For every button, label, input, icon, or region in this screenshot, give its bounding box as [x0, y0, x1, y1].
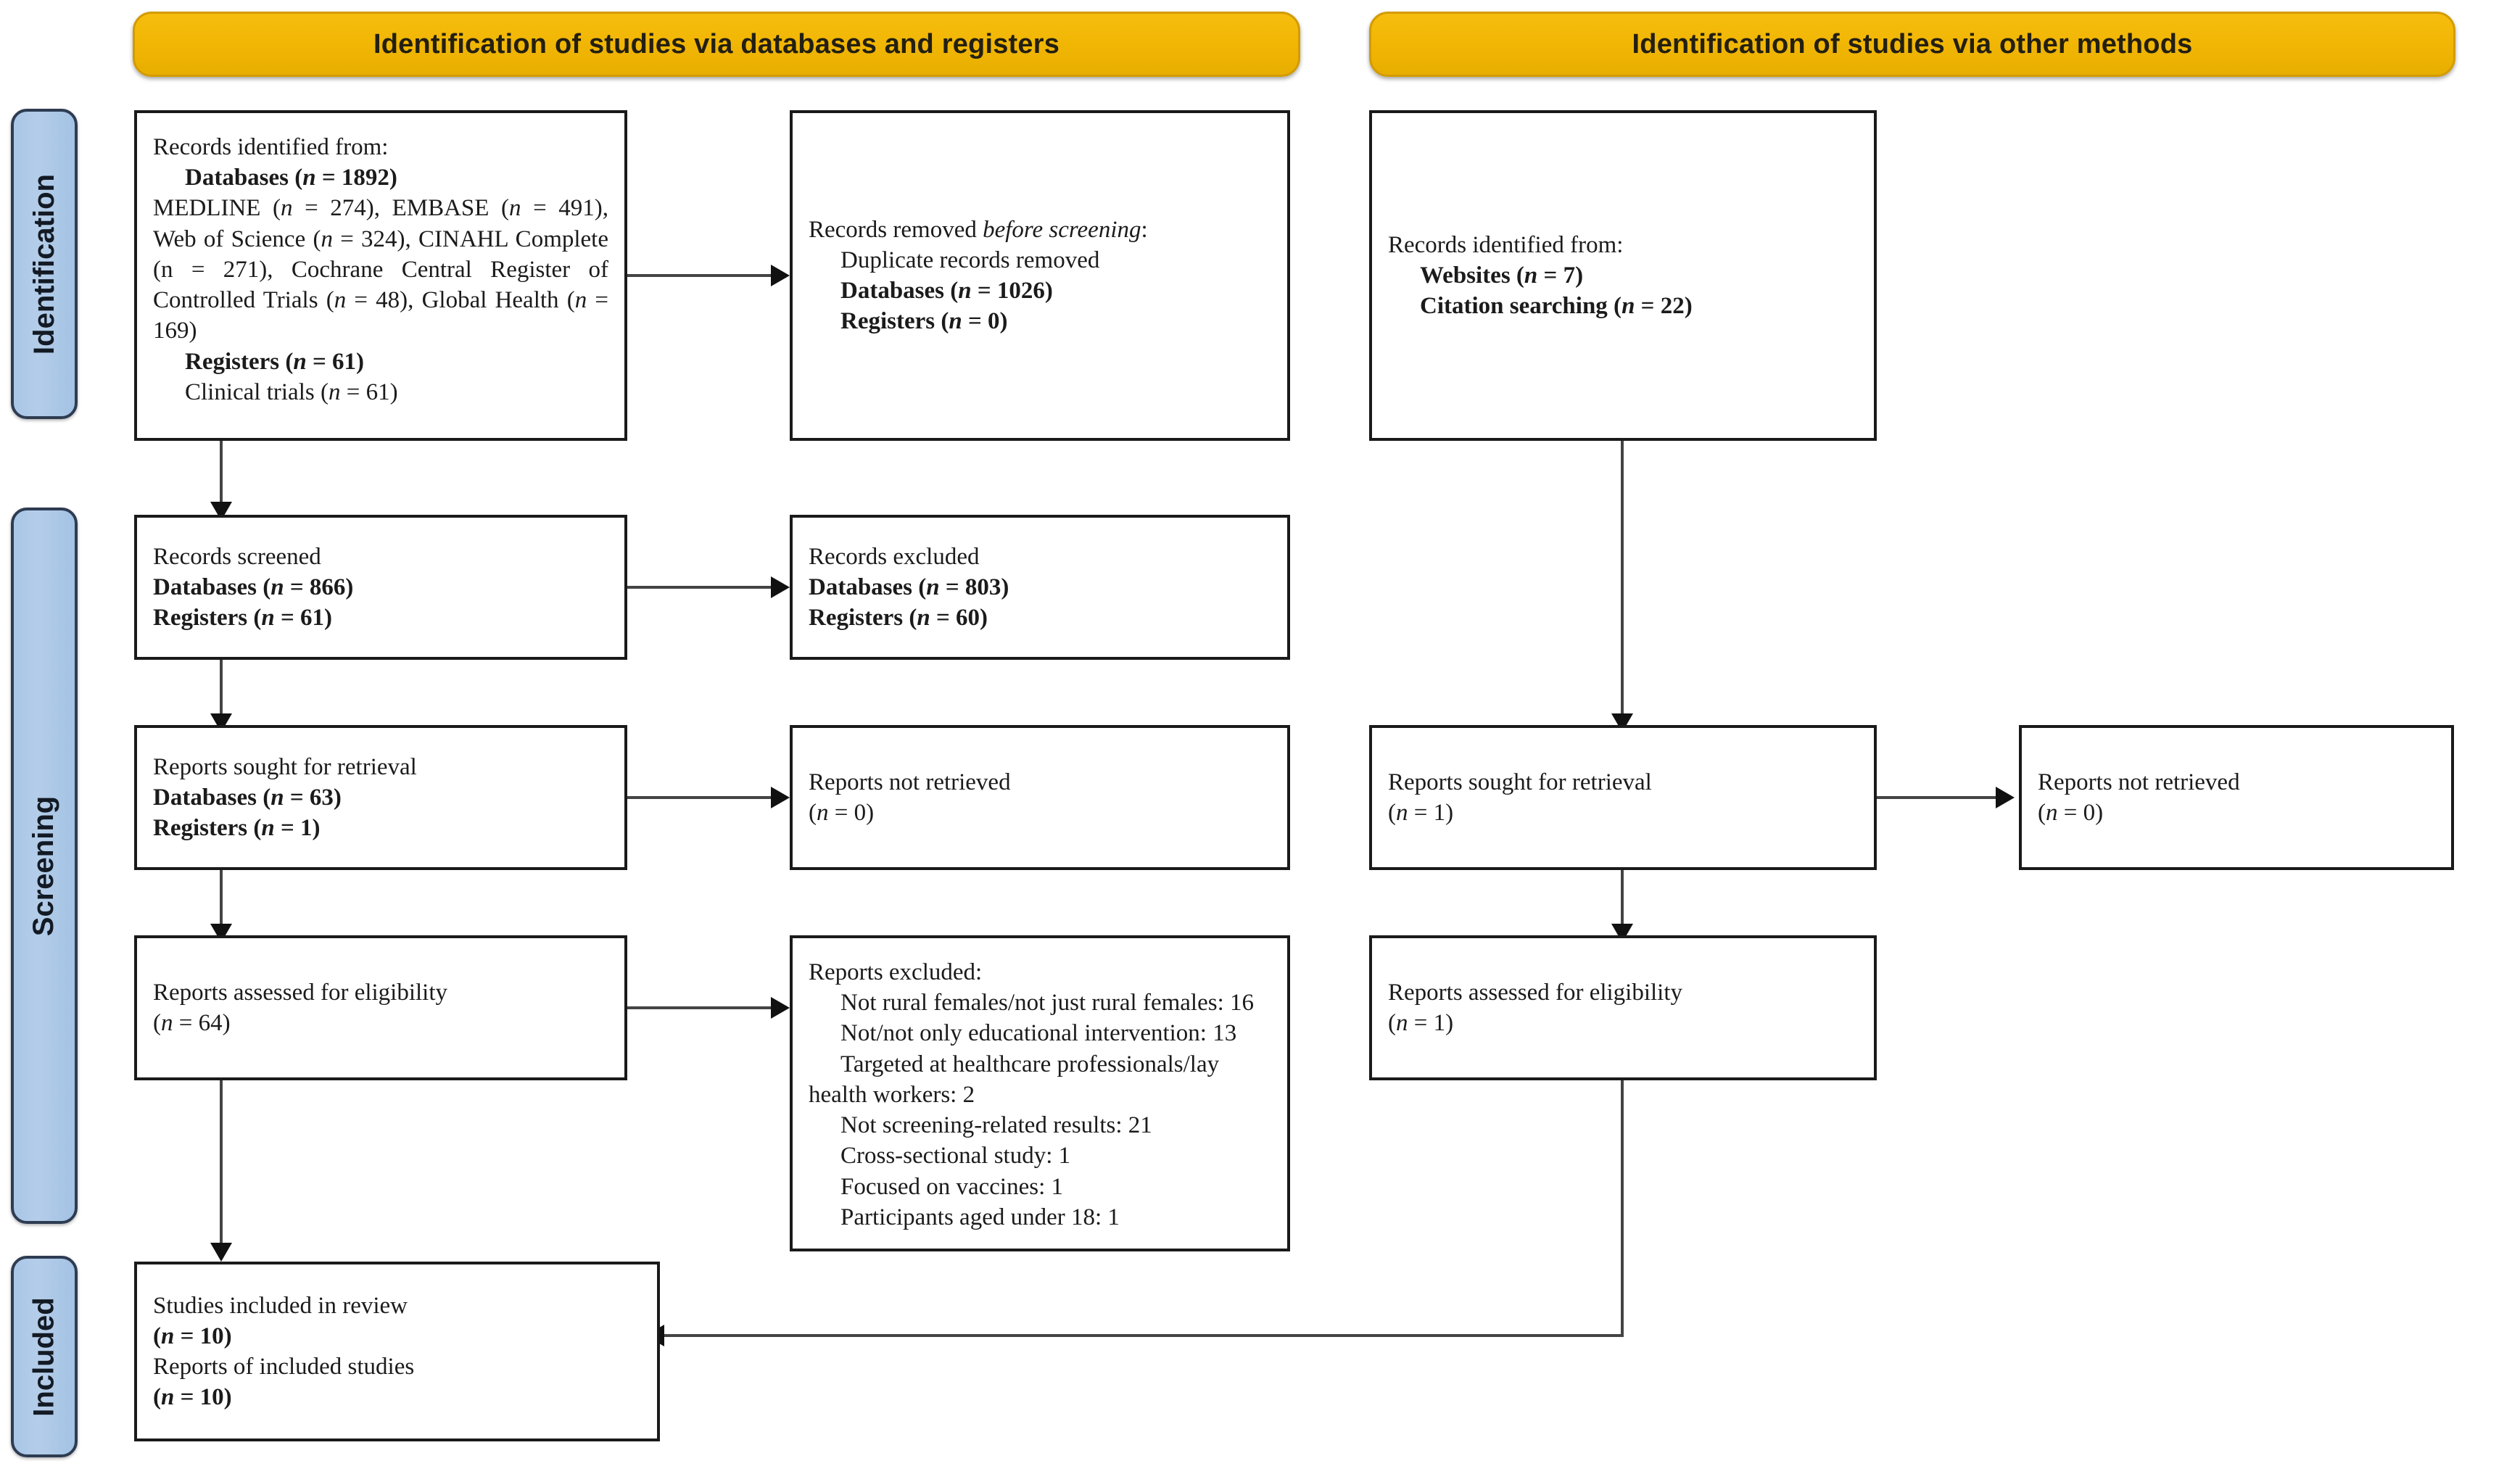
reports-assessed-count: (n = 64) — [153, 1010, 231, 1036]
studies-included-line1: Studies included in review — [153, 1292, 408, 1319]
reports-excluded-reason: Participants aged under 18: 1 — [840, 1204, 1120, 1230]
box-records-excluded: Records excluded Databases (n = 803) Reg… — [790, 515, 1290, 660]
records-removed-databases: Databases (n = 1026) — [840, 278, 1053, 304]
banner-left-label: Identification of studies via databases … — [373, 28, 1060, 59]
reports-sought-registers: Registers (n = 1) — [153, 815, 321, 842]
connector-assessed-to-included — [220, 1080, 223, 1247]
records-identified-sources: MEDLINE (n = 274), EMBASE (n = 491), Web… — [153, 195, 609, 344]
reports-excluded-reason: Not screening-related results: 21 — [840, 1112, 1152, 1139]
box-reports-not-retrieved: Reports not retrieved (n = 0) — [790, 725, 1290, 870]
reports-sought-databases: Databases (n = 63) — [153, 784, 342, 811]
banner-other-methods: Identification of studies via other meth… — [1369, 12, 2455, 77]
records-identified-title: Records identified from: — [153, 134, 389, 160]
stage-label-screening: Screening — [28, 795, 60, 936]
arrow-other-sought-to-notretrieved — [1996, 787, 2015, 808]
connector-identified-to-screened — [220, 441, 223, 506]
box-other-sought: Reports sought for retrieval (n = 1) — [1369, 725, 1877, 870]
other-identified-title: Records identified from: — [1388, 231, 1624, 258]
records-identified-registers: Registers (n = 61) — [185, 348, 365, 375]
records-removed-duplicate: Duplicate records removed — [840, 247, 1100, 273]
stage-pill-identification: Identification — [11, 109, 78, 419]
reports-not-retrieved-title: Reports not retrieved — [809, 769, 1011, 795]
reports-excluded-reason: Not rural females/not just rural females… — [840, 990, 1254, 1017]
arrow-assessed-to-included — [210, 1243, 232, 1262]
connector-other-sought-to-assessed — [1621, 870, 1624, 928]
other-not-retrieved-count: (n = 0) — [2038, 800, 2104, 826]
records-screened-databases: Databases (n = 866) — [153, 574, 354, 600]
other-identified-websites: Websites (n = 7) — [1420, 262, 1584, 289]
studies-included-count1: (n = 10) — [153, 1322, 232, 1349]
box-other-not-retrieved: Reports not retrieved (n = 0) — [2019, 725, 2454, 870]
connector-sought-to-assessed — [220, 870, 223, 928]
banner-databases-registers: Identification of studies via databases … — [133, 12, 1300, 77]
reports-not-retrieved-count: (n = 0) — [809, 800, 875, 826]
other-assessed-count: (n = 1) — [1388, 1010, 1454, 1036]
arrow-screened-to-excluded — [771, 576, 790, 598]
box-reports-sought: Reports sought for retrieval Databases (… — [134, 725, 627, 870]
box-other-identified: Records identified from: Websites (n = 7… — [1369, 110, 1877, 441]
stage-pill-included: Included — [11, 1256, 78, 1457]
connector-assessed-to-excluded — [627, 1006, 772, 1009]
records-screened-title: Records screened — [153, 543, 321, 570]
box-other-assessed: Reports assessed for eligibility (n = 1) — [1369, 935, 1877, 1080]
records-removed-title: Records removed before screening: — [809, 216, 1148, 243]
banner-right-label: Identification of studies via other meth… — [1632, 28, 2193, 59]
records-excluded-registers: Registers (n = 60) — [809, 605, 988, 632]
other-identified-citation: Citation searching (n = 22) — [1420, 293, 1693, 320]
arrow-assessed-to-excluded — [771, 997, 790, 1019]
stage-pill-screening: Screening — [11, 508, 78, 1224]
arrow-identified-to-removed — [771, 265, 790, 286]
arrow-sought-to-notretrieved — [771, 787, 790, 808]
box-studies-included: Studies included in review (n = 10) Repo… — [134, 1262, 660, 1441]
records-excluded-title: Records excluded — [809, 543, 980, 570]
other-sought-title: Reports sought for retrieval — [1388, 769, 1652, 795]
connector-other-assessed-down — [1621, 1080, 1624, 1337]
stage-label-identification: Identification — [28, 173, 60, 355]
reports-excluded-reason: Not/not only educational intervention: 1… — [840, 1020, 1237, 1047]
studies-included-line2: Reports of included studies — [153, 1354, 415, 1380]
other-not-retrieved-title: Reports not retrieved — [2038, 769, 2240, 795]
records-identified-databases: Databases (n = 1892) — [185, 165, 397, 191]
other-sought-count: (n = 1) — [1388, 800, 1454, 826]
box-reports-excluded: Reports excluded: Not rural females/not … — [790, 935, 1290, 1251]
records-excluded-databases: Databases (n = 803) — [809, 574, 1009, 600]
box-reports-assessed: Reports assessed for eligibility (n = 64… — [134, 935, 627, 1080]
stage-label-included: Included — [28, 1296, 60, 1417]
reports-excluded-reason: Targeted at healthcare professionals/lay… — [809, 1051, 1220, 1108]
reports-excluded-title: Reports excluded: — [809, 959, 983, 985]
connector-other-assessed-left — [664, 1334, 1622, 1337]
reports-sought-title: Reports sought for retrieval — [153, 753, 417, 780]
records-removed-registers: Registers (n = 0) — [840, 308, 1008, 335]
box-records-removed: Records removed before screening: Duplic… — [790, 110, 1290, 441]
box-records-screened: Records screened Databases (n = 866) Reg… — [134, 515, 627, 660]
records-identified-registers-detail: Clinical trials (n = 61) — [185, 378, 398, 405]
records-screened-registers: Registers (n = 61) — [153, 605, 333, 632]
connector-screened-to-excluded — [627, 586, 772, 589]
box-records-identified: Records identified from: Databases (n = … — [134, 110, 627, 441]
reports-excluded-reason: Focused on vaccines: 1 — [840, 1173, 1064, 1200]
connector-screened-to-sought — [220, 660, 223, 718]
connector-other-sought-to-notretrieved — [1877, 796, 1997, 799]
reports-excluded-reason: Cross-sectional study: 1 — [840, 1143, 1071, 1170]
connector-sought-to-notretrieved — [627, 796, 772, 799]
reports-assessed-title: Reports assessed for eligibility — [153, 979, 448, 1006]
connector-identified-to-removed — [627, 274, 772, 277]
connector-other-identified-to-sought — [1621, 441, 1624, 716]
other-assessed-title: Reports assessed for eligibility — [1388, 979, 1683, 1006]
studies-included-count2: (n = 10) — [153, 1384, 232, 1411]
